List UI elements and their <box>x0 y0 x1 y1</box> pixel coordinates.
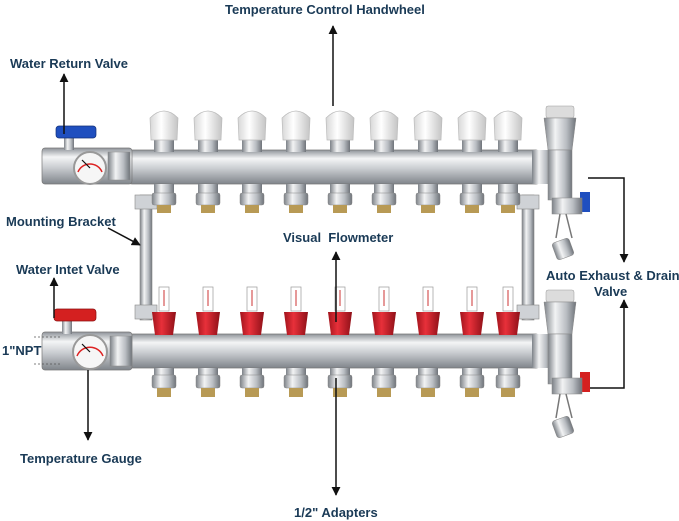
auto-exhaust-drain-bottom <box>532 289 590 438</box>
label-water-inlet-valve: Water Intet Valve <box>16 262 120 277</box>
upper-adapter-row <box>151 184 521 213</box>
label-water-return-valve: Water Return Valve <box>10 56 129 71</box>
label-auto-exhaust-drain-line2: Valve <box>594 284 628 299</box>
lower-adapter-row <box>151 368 521 397</box>
label-visual-flowmeter: Visual Flowmeter <box>283 230 394 245</box>
arrow-drain-valve <box>590 299 629 389</box>
callout-arrows <box>49 25 629 496</box>
label-auto-exhaust-drain-line1: Auto Exhaust & Drain <box>546 268 679 283</box>
return-manifold-bar <box>127 149 541 185</box>
flowmeter-row <box>152 286 520 335</box>
arrow-mounting-bracket <box>107 227 141 246</box>
npt-dimension-marks <box>34 336 62 365</box>
handwheel-row <box>149 110 523 152</box>
water-return-valve <box>41 125 133 185</box>
label-npt-size: 1"NPT <box>2 343 42 358</box>
label-temperature-gauge: Temperature Gauge <box>20 451 142 466</box>
label-mounting-bracket: Mounting Bracket <box>6 214 116 229</box>
supply-manifold-bar <box>127 333 541 369</box>
arrow-auto-exhaust <box>588 177 629 263</box>
water-inlet-valve <box>41 308 133 371</box>
label-adapters: 1/2" Adapters <box>294 505 378 520</box>
label-temperature-control-handwheel: Temperature Control Handwheel <box>225 2 425 17</box>
mounting-bracket-left <box>134 194 158 321</box>
mounting-bracket-right <box>516 194 540 321</box>
auto-exhaust-drain-top <box>532 105 590 260</box>
